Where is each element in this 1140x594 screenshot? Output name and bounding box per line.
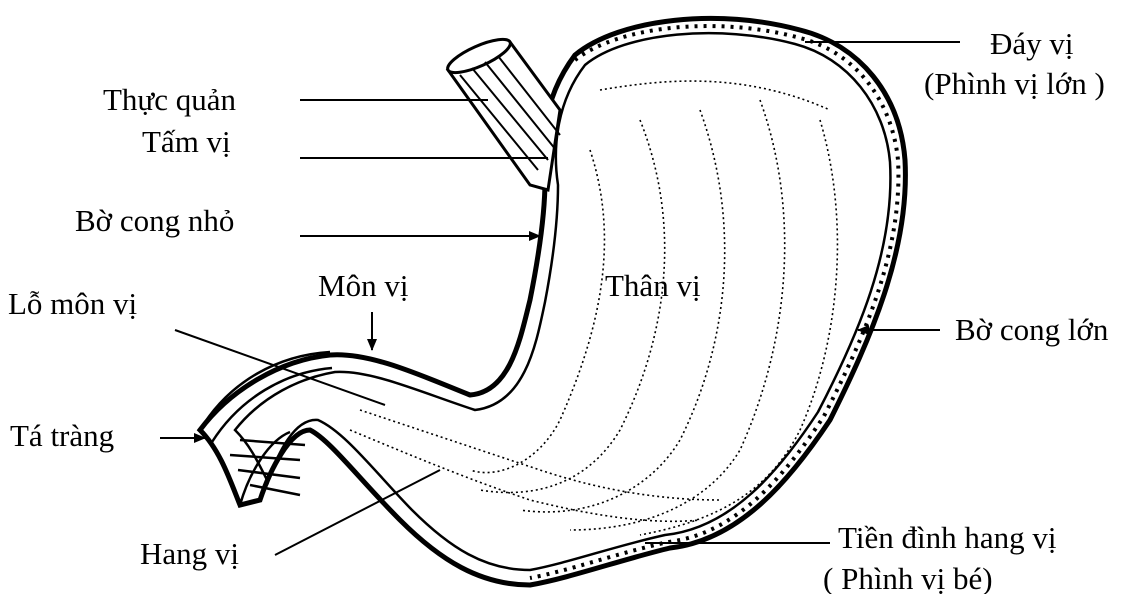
label-hang-vi: Hang vị — [140, 538, 239, 569]
label-ta-trang: Tá tràng — [10, 420, 114, 451]
label-lo-mon-vi: Lỗ môn vị — [8, 288, 137, 319]
label-mon-vi: Môn vị — [318, 270, 408, 301]
gastric-folds — [350, 81, 837, 535]
label-tien-dinh-hang-vi: Tiền đình hang vị — [838, 522, 1056, 553]
label-phinh-vi-lon: (Phình vị lớn ) — [924, 68, 1105, 99]
label-day-vi: Đáy vị — [990, 28, 1074, 59]
label-tam-vi: Tấm vị — [142, 126, 231, 157]
label-thuc-quan: Thực quản — [103, 84, 236, 115]
label-bo-cong-nho: Bờ cong nhỏ — [75, 205, 234, 236]
label-bo-cong-lon: Bờ cong lớn — [955, 314, 1108, 345]
pointer-lo-mon-vi — [175, 330, 385, 405]
label-phinh-vi-be: ( Phình vị bé) — [823, 563, 993, 594]
label-than-vi: Thân vị — [605, 270, 701, 301]
